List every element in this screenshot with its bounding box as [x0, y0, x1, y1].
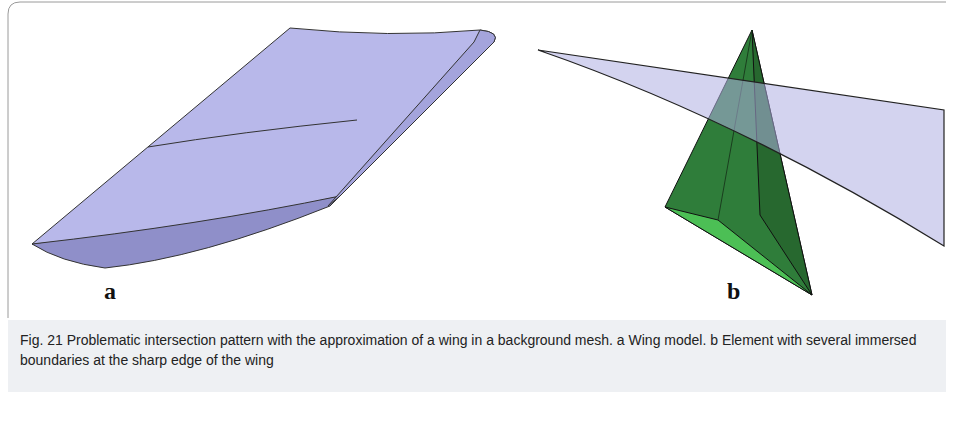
wing-model	[32, 28, 495, 268]
caption-band	[8, 320, 946, 392]
figure-frame	[8, 2, 946, 318]
panel-label: b	[727, 278, 740, 305]
immersed-boundary-surface	[538, 50, 944, 246]
tetrahedron-element	[665, 30, 812, 295]
figure-caption: Fig. 21 Problematic intersection pattern…	[20, 330, 935, 370]
panel-label: a	[104, 278, 116, 305]
